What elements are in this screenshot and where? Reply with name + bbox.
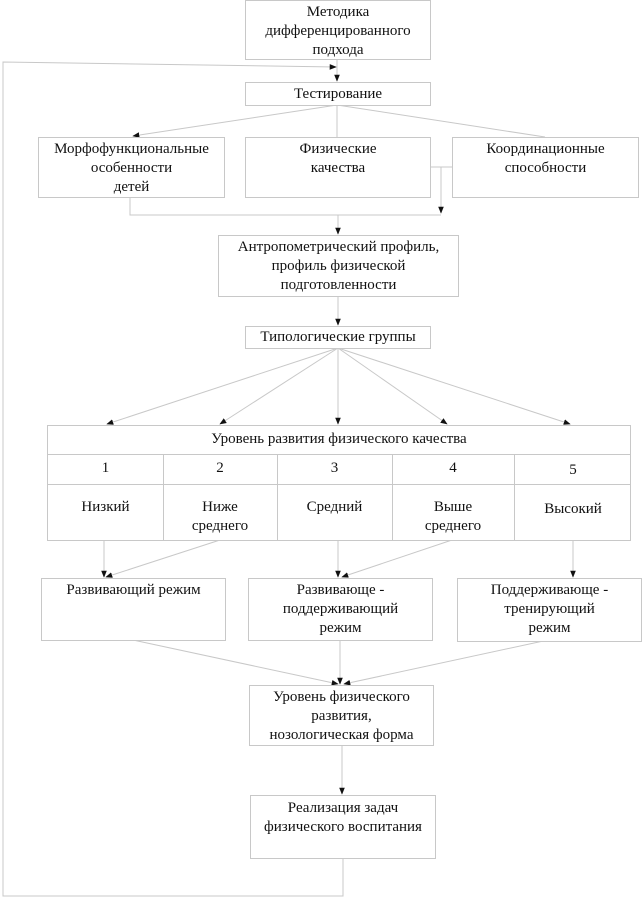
morpho-box: Морфофункциональные особенности детей [38,137,225,198]
method-label: Методика дифференцированного подхода [265,4,411,58]
level-label: Средний [306,499,363,515]
level-label: Ниже среднего [191,499,249,534]
level-number: 5 [569,462,577,478]
level-label: Уровень физического развития, нозологиче… [269,689,414,743]
typology-box: Типологические группы [245,326,431,349]
mode-dev-box: Развивающий режим [41,578,226,641]
coord-label: Координационные способности [486,141,605,176]
level-label: Выше среднего [424,499,482,534]
method-box: Методика дифференцированного подхода [245,0,431,60]
realization-label: Реализация задач физического воспитания [264,800,422,835]
level-number: 3 [330,460,339,476]
level-label: Высокий [544,501,602,517]
level-label: Низкий [81,499,130,515]
testing-box: Тестирование [245,82,431,106]
level-number: 2 [216,460,224,476]
anthro-box: Антропометрический профиль, профиль физи… [218,235,459,297]
level-number: 1 [101,460,110,476]
mode-suptrain-box: Поддерживающе - тренирующий режим [457,578,642,642]
testing-label: Тестирование [293,86,383,102]
level-box: Уровень физического развития, нозологиче… [249,685,434,746]
realization-box: Реализация задач физического воспитания [250,795,436,859]
morpho-label: Морфофункциональные особенности детей [54,141,209,195]
mode-dev-label: Развивающий режим [66,582,201,598]
level-table: Уровень развития физического качества 1 … [47,425,631,541]
feedback-loop-line [2,61,344,897]
level-number: 4 [449,460,457,476]
mode-devsup-box: Развивающе - поддерживающий режим [248,578,433,641]
arrow-testing-morpho [132,104,338,138]
mode-devsup-label: Развивающе - поддерживающий режим [282,582,399,636]
physical-label: Физические качества [299,141,377,176]
mode-suptrain-label: Поддерживающе - тренирующий режим [490,582,609,636]
physical-box: Физические качества [245,137,431,198]
table-header: Уровень развития физического качества [211,431,467,447]
coord-box: Координационные способности [452,137,639,198]
anthro-label: Антропометрический профиль, профиль физи… [237,239,440,293]
typology-label: Типологические группы [260,329,416,345]
